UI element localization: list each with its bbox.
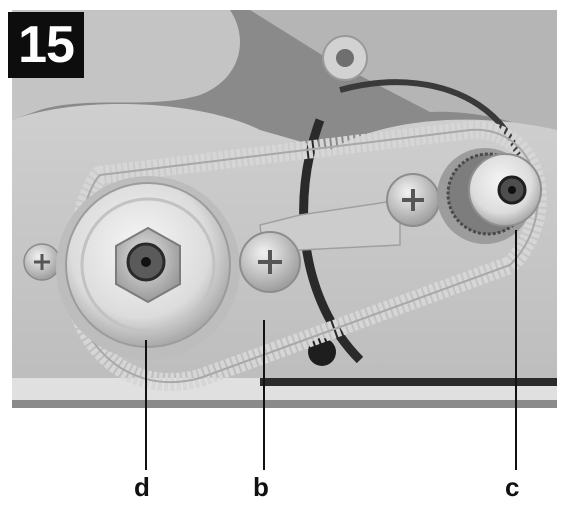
step-number-badge: 15	[8, 12, 84, 78]
callout-label-b: b	[253, 472, 269, 502]
pulley-c-shaft-center	[508, 186, 516, 194]
bottom-rail-shadow	[260, 378, 557, 386]
tension-screw-b-slot	[258, 250, 282, 274]
callout-label-c: c	[505, 472, 520, 502]
pulley-d-rim	[80, 197, 216, 333]
upper-housing	[12, 10, 557, 140]
callout-label-d: d	[134, 472, 150, 502]
pulley-d-shaft-center	[141, 257, 151, 267]
lower-hole	[308, 338, 336, 366]
top-boss-hole	[336, 49, 354, 67]
left-screw-slot	[34, 254, 50, 270]
bracket-screw-slot	[402, 189, 424, 211]
